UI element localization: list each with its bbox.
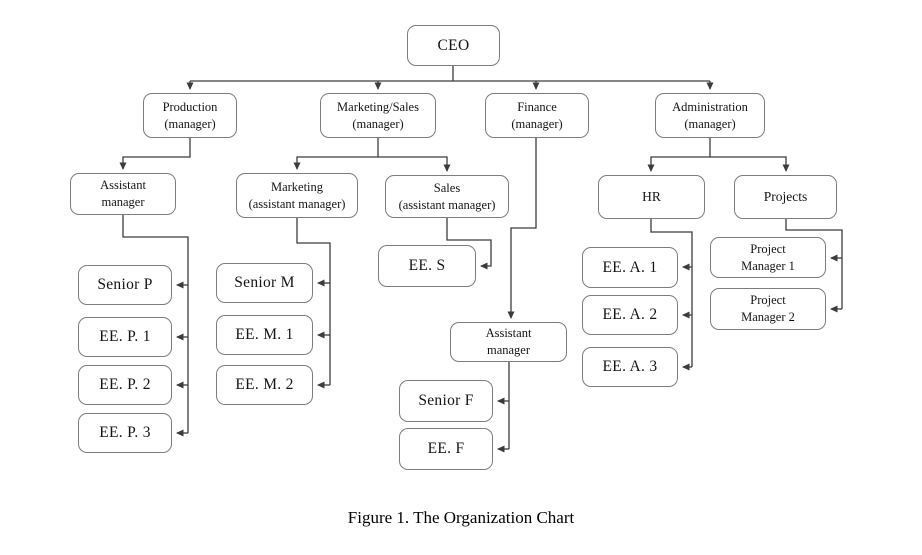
org-node-label: manager [486,343,531,357]
org-node-label: Manager 1 [741,258,795,273]
org-node-label: (manager) [511,116,563,131]
org-node-label: Senior M [234,274,295,292]
org-node-ee-m-1: EE. M. 1 [216,315,313,355]
org-node-label: EE. M. 2 [235,376,294,394]
org-node-label: Assistant [485,326,532,341]
org-node-hr: HR [598,175,705,219]
org-node-label: EE. F [427,440,465,458]
org-node-label: EE. S [408,257,446,275]
org-node-label: CEO [437,36,470,54]
org-node-label: EE. P. 1 [99,328,151,346]
org-node-label: EE. A. 1 [602,258,658,276]
org-node-label: Marketing [270,179,324,194]
org-node-label: HR [642,189,661,205]
org-node-label: EE. A. 2 [602,306,658,324]
org-node-administration: Administration (manager) [655,93,765,138]
org-node-label: Project [750,241,786,256]
org-node-label: Senior P [97,276,153,294]
org-node-label: EE. P. 2 [99,376,151,394]
org-node-label: EE. M. 1 [235,326,294,344]
org-node-label: Finance [517,99,557,114]
org-node-label: Marketing/Sales [337,99,419,114]
org-node-ee-a-3: EE. A. 3 [582,347,678,387]
org-node-finance: Finance (manager) [485,93,589,138]
figure-caption: Figure 1. The Organization Chart [347,508,575,527]
org-node-ceo: CEO [407,25,500,66]
org-node-senior-f: Senior F [399,380,493,422]
org-node-label: EE. A. 3 [602,358,658,376]
org-node-ee-p-1: EE. P. 1 [78,317,172,357]
org-node-label: Assistant [100,178,146,193]
org-node-ee-m-2: EE. M. 2 [216,365,313,405]
org-node-ee-p-2: EE. P. 2 [78,365,172,405]
org-node-label: Production [162,99,218,114]
org-node-production: Production (manager) [143,93,237,138]
org-node-sales: Sales (assistant manager) [385,175,509,218]
org-node-ee-f: EE. F [399,428,493,470]
org-node-label: Sales [433,180,461,195]
org-node-label: EE. P. 3 [99,424,151,442]
org-node-label: (assistant manager) [248,196,346,211]
org-node-label: Projects [763,189,808,205]
org-node-senior-p: Senior P [78,265,172,305]
org-node-label: Administration [672,99,748,114]
org-node-ee-a-1: EE. A. 1 [582,247,678,288]
org-node-label: Senior F [418,392,474,410]
org-node-label: manager [101,195,145,209]
org-node-label: (manager) [352,116,404,131]
org-node-assistant-manager-finance: Assistant manager [450,322,567,362]
org-node-label: Manager 2 [741,310,795,324]
org-node-marketing: Marketing (assistant manager) [236,173,358,218]
org-node-label: (manager) [684,116,736,131]
org-node-projects: Projects [734,175,837,219]
org-node-marketing-sales: Marketing/Sales (manager) [320,93,436,138]
org-node-ee-p-3: EE. P. 3 [78,413,172,453]
org-node-senior-m: Senior M [216,263,313,303]
org-node-label: (assistant manager) [398,197,496,212]
org-node-label: Project [750,293,786,308]
org-node-ee-s: EE. S [378,245,476,287]
org-node-ee-a-2: EE. A. 2 [582,295,678,335]
org-node-label: (manager) [164,116,216,131]
org-node-assistant-manager-production: Assistant manager [70,173,176,215]
